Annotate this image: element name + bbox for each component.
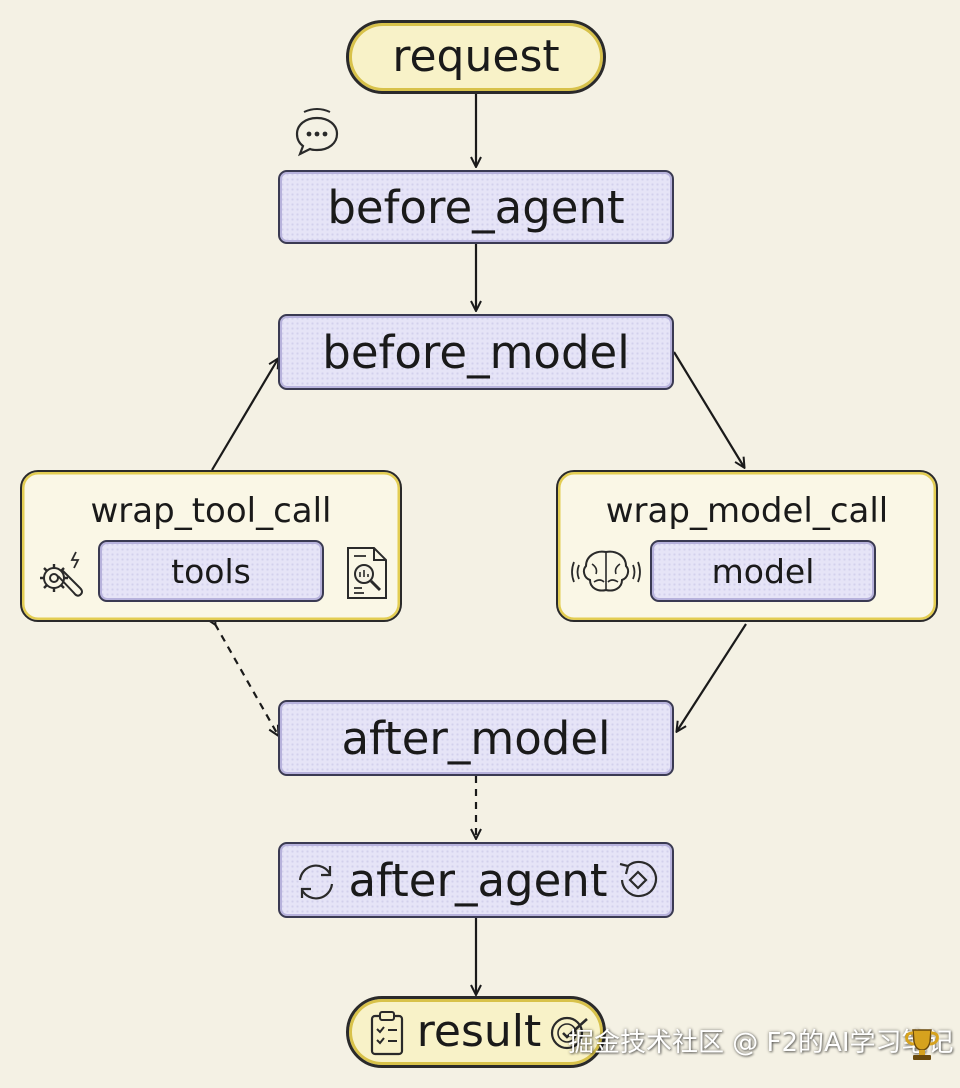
- group-wrap-tool-call-title: wrap_tool_call: [90, 491, 332, 531]
- node-after-agent-label: after_agent: [348, 853, 608, 907]
- check-badge-icon: [547, 1011, 591, 1055]
- node-result: result: [346, 996, 606, 1068]
- node-before-model-label: before_model: [322, 325, 630, 379]
- refresh-icon: [292, 858, 340, 906]
- node-tools: tools: [98, 540, 324, 602]
- arrow-wrap-tool-call-to-before-model: [211, 359, 278, 471]
- brain-icon: [568, 544, 644, 600]
- node-request-label: request: [392, 31, 560, 82]
- node-after-agent: after_agent: [278, 842, 674, 918]
- document-search-icon: [340, 544, 394, 602]
- rotate-diamond-icon: [614, 856, 662, 904]
- node-result-label: result: [416, 1006, 542, 1057]
- node-tools-label: tools: [171, 551, 251, 591]
- node-after-model-label: after_model: [341, 711, 611, 765]
- arrow-before-model-to-wrap-model-call: [673, 351, 744, 467]
- watermark-text: 掘金技术社区 @ F2的AI学习笔记: [568, 1028, 954, 1058]
- node-model-label: model: [711, 551, 815, 591]
- trophy-icon: [902, 1024, 942, 1064]
- group-wrap-model-call-title: wrap_model_call: [605, 491, 889, 531]
- node-request: request: [346, 20, 606, 94]
- wrench-gear-icon: [32, 542, 92, 602]
- chat-bubble-icon: [290, 104, 344, 158]
- node-before-model: before_model: [278, 314, 674, 390]
- group-wrap-model-call: wrap_model_call model: [556, 470, 938, 622]
- clipboard-checklist-icon: [367, 1009, 407, 1057]
- arrow-wrap-model-call-to-after-model: [677, 623, 747, 731]
- node-before-agent: before_agent: [278, 170, 674, 244]
- node-before-agent-label: before_agent: [327, 180, 625, 234]
- node-after-model: after_model: [278, 700, 674, 776]
- group-wrap-tool-call: wrap_tool_call tools: [20, 470, 402, 622]
- node-model: model: [650, 540, 876, 602]
- arrow-wrap-tool-call-after-model-bidirectional: [215, 624, 278, 735]
